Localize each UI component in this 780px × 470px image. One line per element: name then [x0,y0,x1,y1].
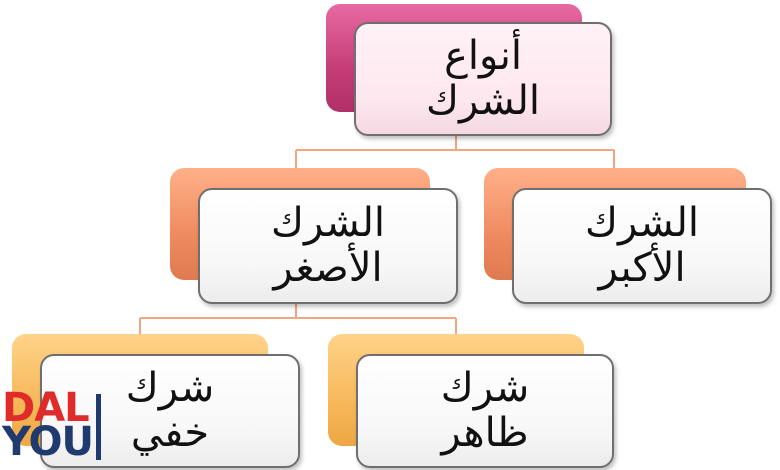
dalyou-logo: DAL YOU [2,388,102,466]
root-node-line1: أنواع [444,33,522,80]
major-shirk-line1: الشرك [584,200,700,247]
major-shirk-line2: الأكبر [598,245,686,291]
apparent-shirk-line2: ظاهر [441,410,529,456]
hidden-shirk-node[interactable]: شرك خفي [40,354,300,468]
hidden-shirk-line2: خفي [130,410,210,456]
logo-bar [96,394,101,460]
minor-shirk-line1: الشرك [270,200,386,247]
root-node-line2: الشرك [425,78,541,124]
major-shirk-node[interactable]: الشرك الأكبر [512,188,772,304]
apparent-shirk-node[interactable]: شرك ظاهر [356,354,614,468]
logo-line2: YOU [2,419,94,465]
hidden-shirk-line1: شرك [125,365,215,412]
root-node[interactable]: أنواع الشرك [354,22,612,136]
minor-shirk-line2: الأصغر [273,245,383,291]
logo-line1: DAL [2,385,90,431]
apparent-shirk-line1: شرك [440,365,530,412]
minor-shirk-node[interactable]: الشرك الأصغر [198,188,458,304]
